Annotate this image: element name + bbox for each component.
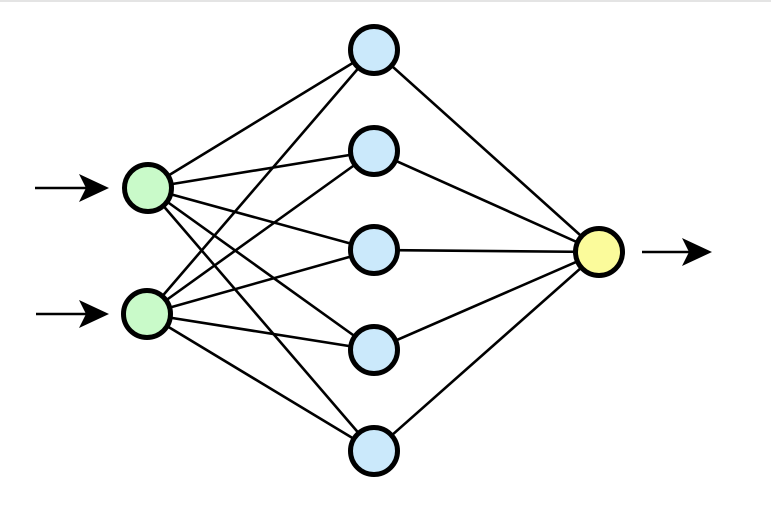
edge-hidden-2-to-output-1: [373, 149, 600, 254]
input-arrow-2-head-icon: [79, 300, 109, 328]
hidden-node-3: [348, 224, 400, 276]
edge-input-2-to-hidden-3: [146, 248, 375, 316]
edge-input-2-to-hidden-1: [146, 49, 375, 315]
edge-input-2-to-hidden-4: [146, 312, 375, 352]
edge-input-1-to-hidden-4: [147, 186, 375, 352]
output-arrow-head-icon: [682, 238, 712, 266]
edge-input-1-to-hidden-2: [147, 149, 375, 190]
edge-input-1-to-hidden-5: [147, 187, 375, 452]
hidden-node-1: [348, 24, 400, 76]
output-node-1: [573, 226, 625, 278]
edge-hidden-5-to-output-1: [373, 251, 600, 452]
edge-input-1-to-hidden-3: [147, 186, 375, 252]
window-top-edge: [0, 0, 771, 2]
edge-input-1-to-hidden-1: [147, 48, 375, 190]
hidden-node-4: [348, 324, 400, 376]
edge-hidden-1-to-output-1: [373, 49, 600, 253]
input-node-2: [121, 288, 173, 340]
edge-hidden-4-to-output-1: [373, 250, 600, 352]
edge-input-2-to-hidden-2: [146, 149, 375, 316]
edge-hidden-3-to-output-1: [373, 248, 600, 254]
edge-input-2-to-hidden-5: [146, 312, 375, 453]
input-node-1: [122, 162, 174, 214]
input-arrow-1-head-icon: [79, 174, 109, 202]
hidden-node-5: [348, 425, 400, 477]
hidden-node-2: [348, 125, 400, 177]
